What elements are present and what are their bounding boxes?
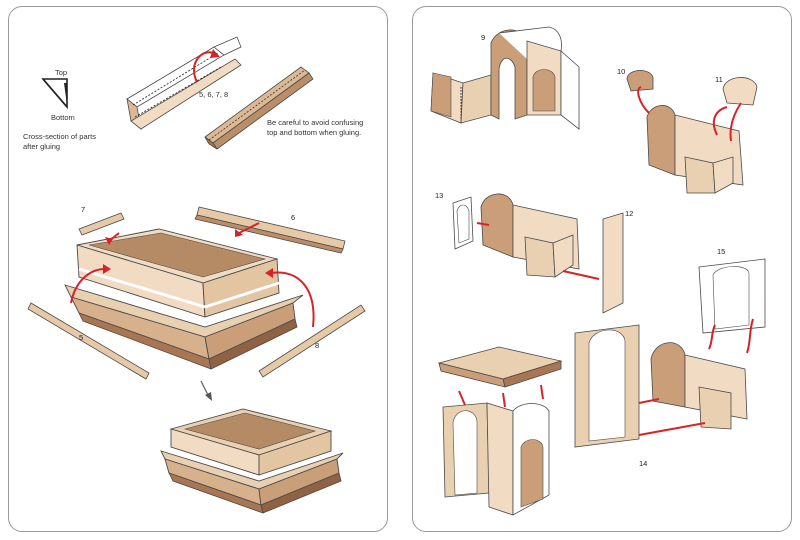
step-label-9: 9 bbox=[481, 33, 486, 42]
arch-final-assembly bbox=[437, 346, 563, 516]
left-panel-illustration bbox=[27, 36, 366, 514]
legend-bottom-label: Bottom bbox=[51, 113, 75, 122]
left-instruction-panel: Top Bottom Cross-section of parts after … bbox=[8, 6, 388, 532]
arch-assembly-steps-10-11 bbox=[626, 70, 758, 194]
step-label-10: 10 bbox=[617, 67, 626, 76]
step-label-8: 8 bbox=[315, 341, 320, 350]
arch-assembly-steps-14-15 bbox=[574, 258, 766, 448]
folded-strip-detail bbox=[126, 36, 242, 130]
step-label-11: 11 bbox=[715, 75, 723, 84]
step-label-14: 14 bbox=[639, 459, 648, 468]
step-label-6: 6 bbox=[291, 213, 296, 222]
step-label-7: 7 bbox=[81, 205, 86, 214]
legend-top-label: Top bbox=[55, 68, 68, 77]
down-arrow-icon bbox=[200, 380, 212, 401]
exploded-base-assembly bbox=[27, 206, 366, 380]
gluing-note-line1: Be careful to avoid confusing bbox=[267, 118, 364, 127]
cross-section-triangle-icon bbox=[41, 78, 68, 110]
right-panel-illustration bbox=[430, 26, 766, 516]
step-label-5: 5 bbox=[79, 333, 84, 342]
assembled-base bbox=[160, 408, 344, 514]
rolled-strip-detail bbox=[204, 66, 314, 150]
step-label-13: 13 bbox=[435, 191, 444, 200]
strip-steps-label: 5, 6, 7, 8 bbox=[199, 90, 229, 99]
step-label-12: 12 bbox=[625, 209, 634, 218]
legend-caption-line2: after gluing bbox=[23, 142, 61, 151]
arch-assembly-step-9 bbox=[430, 26, 580, 130]
step-label-15: 15 bbox=[717, 247, 726, 256]
arch-assembly-steps-12-13 bbox=[452, 193, 624, 314]
legend-caption-line1: Cross-section of parts bbox=[23, 132, 96, 141]
gluing-note-line2: top and bottom when gluing. bbox=[267, 128, 362, 137]
right-instruction-panel: 9 10 11 12 13 14 15 bbox=[412, 6, 792, 532]
